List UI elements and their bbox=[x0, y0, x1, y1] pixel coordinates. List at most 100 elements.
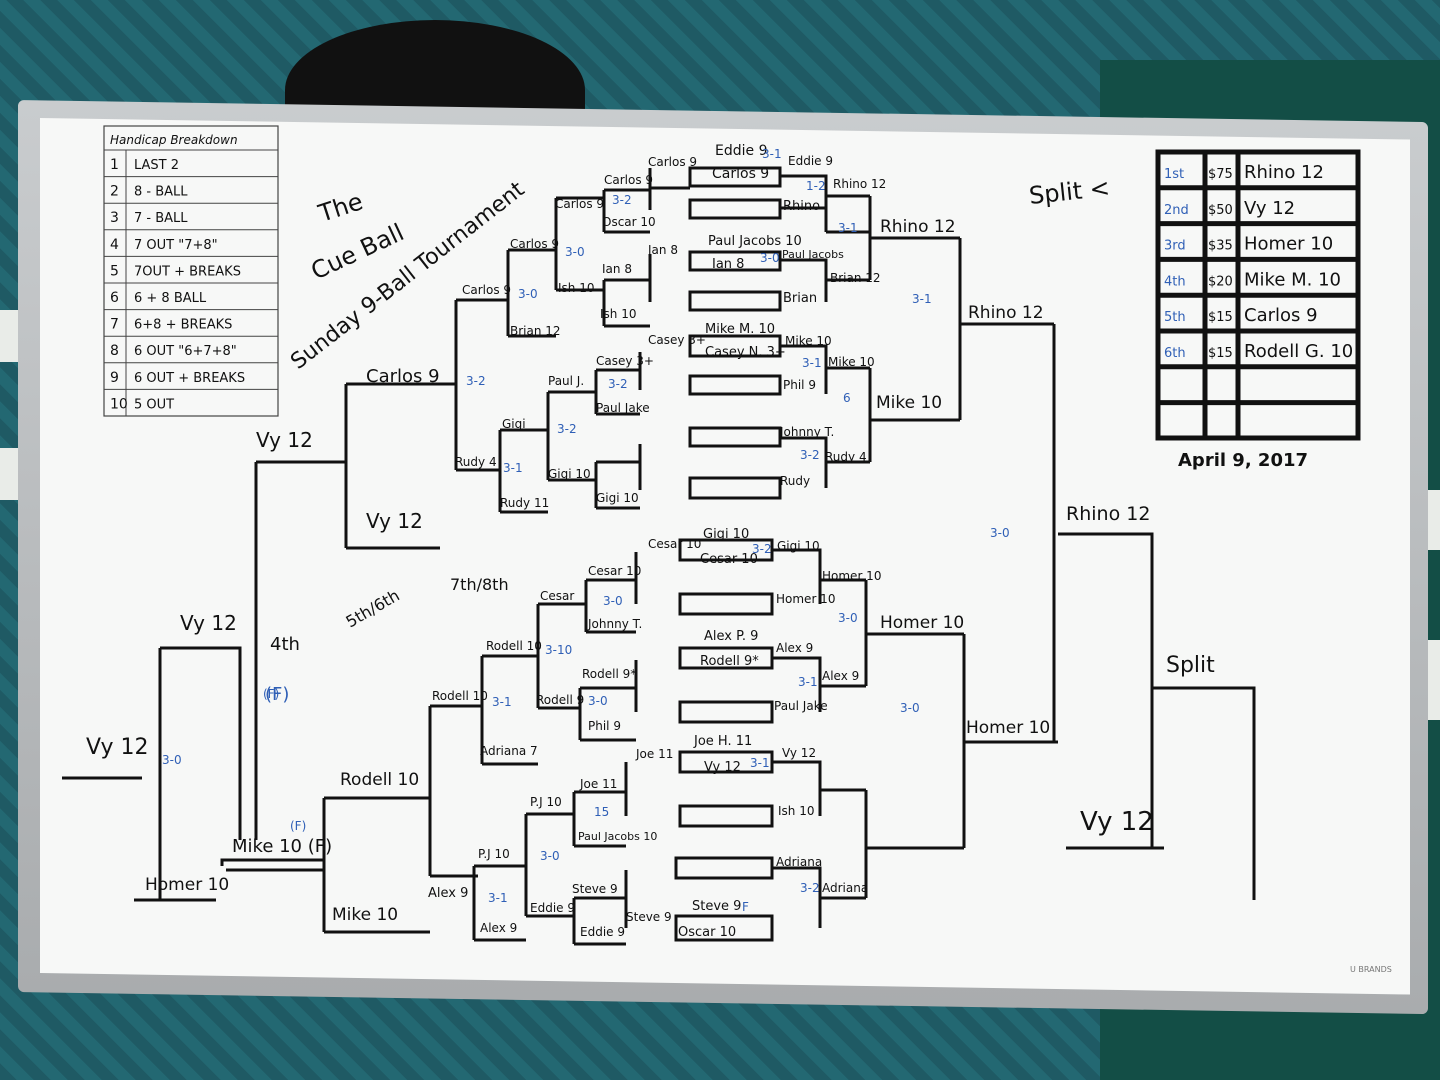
bracket-player-joe-b: Joe 11 bbox=[579, 777, 617, 791]
bracket-line bbox=[772, 548, 964, 712]
bracket-line bbox=[254, 460, 346, 840]
bracket-player-split-f: Split bbox=[1166, 653, 1215, 678]
match-score: 3-0 bbox=[838, 611, 858, 625]
bracket-line bbox=[62, 646, 242, 902]
bracket-player-rodell-c: Rodell 9 bbox=[536, 693, 584, 707]
bracket-player-ish-a: Ish 10 bbox=[600, 307, 636, 321]
bracket-player-homer-q: Homer 10 bbox=[880, 613, 964, 633]
handicap-number: 2 bbox=[110, 184, 119, 200]
match-score: 3-1 bbox=[802, 356, 822, 370]
place-7th-8th: 7th/8th bbox=[450, 575, 509, 594]
payout-place: 5th bbox=[1164, 310, 1186, 325]
bracket-player-vy-l: Vy 12 bbox=[180, 611, 237, 635]
bracket-player-carlos-c: Carlos 9 bbox=[555, 197, 604, 211]
ubrands-logo: U BRANDS bbox=[1350, 965, 1392, 974]
handicap-rule: 7 - BALL bbox=[134, 211, 188, 226]
bracket-player-paulj-r: Paul Jacobs bbox=[782, 248, 844, 261]
handicap-rule: 6 OUT + BREAKS bbox=[134, 371, 245, 386]
bracket-line bbox=[780, 196, 960, 302]
bracket-player-homer-l: Homer 10 bbox=[145, 875, 229, 895]
match-score: 3-2 bbox=[608, 377, 628, 391]
match-score: 3-2 bbox=[800, 881, 820, 895]
handicap-rule: 6+8 + BREAKS bbox=[134, 318, 232, 333]
bracket-line bbox=[584, 552, 638, 634]
bracket-player-oscar-a: Oscar 10 bbox=[602, 215, 656, 229]
bracket-player-vy-q2: Vy 12 bbox=[366, 509, 423, 533]
payout-name: Vy 12 bbox=[1244, 198, 1295, 219]
bracket-line bbox=[678, 750, 774, 774]
bracket-player-mike-l: Mike 10 bbox=[332, 905, 398, 925]
match-score: 3-2 bbox=[752, 542, 772, 556]
bracket-line bbox=[572, 870, 628, 946]
payout-amount: $15 bbox=[1208, 310, 1233, 325]
bracket-line bbox=[674, 914, 774, 942]
payout-name: Rodell G. 10 bbox=[1244, 341, 1353, 362]
title-line1: The bbox=[314, 187, 366, 228]
bracket-line bbox=[678, 700, 774, 724]
payout-amount: $75 bbox=[1208, 167, 1233, 182]
bracket-line bbox=[472, 864, 526, 942]
bracket-player-homer-s: Homer 10 bbox=[966, 718, 1050, 738]
payout-name: Carlos 9 bbox=[1244, 305, 1318, 326]
match-score: 3-0 bbox=[518, 287, 538, 301]
bracket-player-vy-s: Vy 12 bbox=[1080, 807, 1154, 837]
payout-amount: $35 bbox=[1208, 239, 1233, 254]
bracket-player-gigi-c: Gigi 10 bbox=[596, 491, 639, 505]
match-score: 3-0 bbox=[162, 753, 182, 767]
handicap-rule: 6 + 8 BALL bbox=[134, 291, 207, 306]
bracket-player-gigi-rr: Gigi 10 bbox=[777, 539, 820, 553]
match-score: 3-1 bbox=[762, 147, 782, 161]
bracket-line bbox=[688, 476, 782, 500]
bracket-player-homer-r: Homer 10 bbox=[776, 592, 835, 606]
handicap-number: 6 bbox=[110, 290, 119, 306]
bracket-line bbox=[572, 762, 628, 848]
handicap-rule: 7 OUT "7+8" bbox=[134, 238, 218, 253]
bracket-player-paulj-d: Paul Jacobs 10 bbox=[578, 830, 657, 843]
bracket-player-eddie-top: Eddie 9 bbox=[715, 143, 767, 159]
bracket-player-ish-b: Ish 10 bbox=[558, 281, 594, 295]
handicap-rule: 5 OUT bbox=[134, 397, 174, 412]
bracket-player-carlos-d: Carlos 9 bbox=[510, 237, 559, 251]
match-score: 3-1 bbox=[912, 292, 932, 306]
payout-place: 1st bbox=[1164, 167, 1184, 182]
handicap-rule: 6 OUT "6+7+8" bbox=[134, 344, 237, 359]
handicap-rule: 8 - BALL bbox=[134, 185, 188, 200]
match-score: 3-1 bbox=[798, 675, 818, 689]
bracket-player-gigi-a: Gigi bbox=[502, 417, 526, 431]
match-score: (F) bbox=[263, 687, 279, 701]
bracket-player-carlos-r1: Carlos 9 bbox=[712, 166, 769, 182]
bracket-line bbox=[480, 654, 538, 766]
bracket-player-casey-b: Casey 3+ bbox=[596, 354, 654, 368]
bracket-player-oscar-r: Oscar 10 bbox=[678, 925, 736, 940]
bracket-player-rhino-r1: Rhino bbox=[783, 199, 820, 214]
bracket-player-alexp-r: Alex P. 9 bbox=[704, 629, 758, 644]
bracket-player-cesar-a: Cesar 10 bbox=[648, 537, 701, 551]
match-score: 3-1 bbox=[488, 891, 508, 905]
match-score: 3-0 bbox=[990, 526, 1010, 540]
bracket-player-carlos-a: Carlos 9 bbox=[648, 155, 697, 169]
match-score: 3-2 bbox=[800, 448, 820, 462]
match-score: 3-2 bbox=[612, 193, 632, 207]
bracket-player-rodell-b: Rodell 9* bbox=[582, 667, 636, 681]
handicap-rule: 7OUT + BREAKS bbox=[134, 264, 241, 279]
match-score: 3-0 bbox=[900, 701, 920, 715]
bracket-line bbox=[688, 166, 782, 188]
handicap-number: 3 bbox=[110, 210, 119, 226]
bracket-player-mike-r: Mike 10 bbox=[785, 334, 832, 348]
bracket-line bbox=[688, 374, 782, 396]
bracket-player-adriana-rr: Adriana bbox=[822, 881, 868, 895]
bracket-player-alex-r: Alex 9 bbox=[776, 641, 813, 655]
tournament-date: April 9, 2017 bbox=[1178, 450, 1308, 471]
bracket-player-ian-b: Ian 8 bbox=[602, 262, 632, 276]
bracket-player-paulj-rr: Paul Jake bbox=[774, 699, 828, 713]
bracket-line bbox=[962, 634, 1058, 848]
bracket-player-rhino-r: Rhino 12 bbox=[833, 177, 886, 191]
match-score: 3-1 bbox=[492, 695, 512, 709]
payout-name: Mike M. 10 bbox=[1244, 269, 1341, 290]
bracket-player-eddie-r: Eddie 9 bbox=[788, 154, 833, 168]
bracket-player-ian-a: Ian 8 bbox=[648, 243, 678, 257]
match-score: 3-0 bbox=[565, 245, 585, 259]
bracket-player-brian-c: Brian 12 bbox=[510, 324, 561, 338]
match-score: 3-2 bbox=[466, 374, 486, 388]
match-score: 3-1 bbox=[503, 461, 523, 475]
